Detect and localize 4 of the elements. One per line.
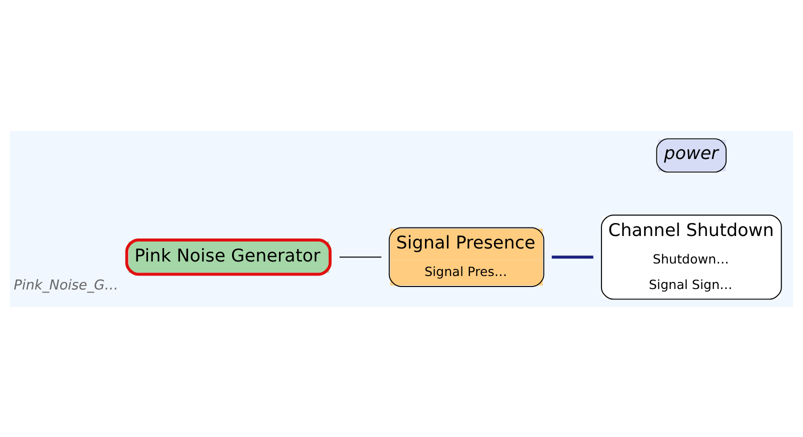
node-label: Pink_Noise_G… [14,277,118,294]
connector [552,255,594,258]
connector [339,256,382,258]
node-box: Pink Noise Generator [125,238,332,276]
